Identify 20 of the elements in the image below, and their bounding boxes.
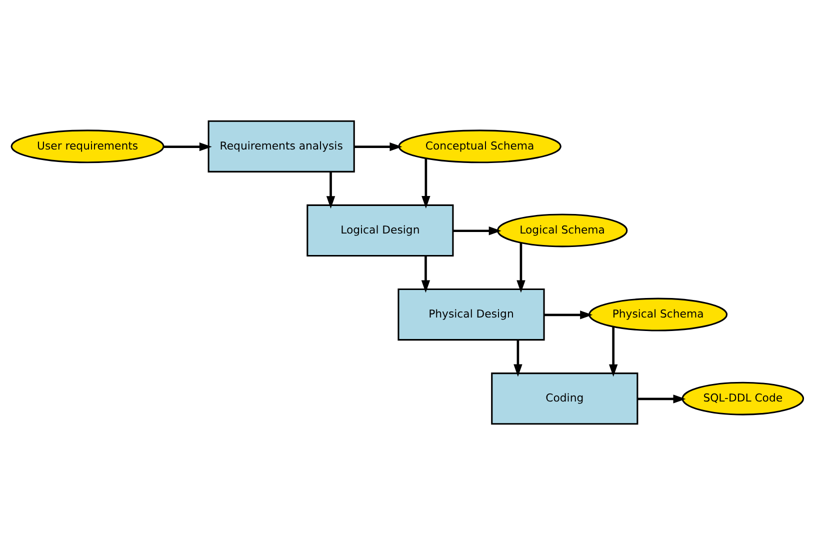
arrow [608,326,618,377]
node-box: Requirements analysis [208,120,355,172]
arrow [164,142,212,152]
arrow [354,142,402,152]
arrow [453,226,502,236]
arrow [638,394,686,404]
arrow [516,242,526,293]
node-ellipse: Conceptual Schema [398,130,562,164]
node-ellipse: Logical Schema [496,214,628,248]
arrow [326,172,336,209]
node-ellipse: User requirements [10,130,164,164]
node-box: Coding [491,372,638,425]
node-ellipse: SQL-DDL Code [682,382,804,416]
arrow [421,256,430,293]
arrow [544,310,593,320]
node-box: Physical Design [398,288,545,341]
node-box: Logical Design [306,204,454,257]
node-ellipse: Physical Schema [588,298,728,332]
arrow [422,158,430,208]
arrow [514,340,522,377]
